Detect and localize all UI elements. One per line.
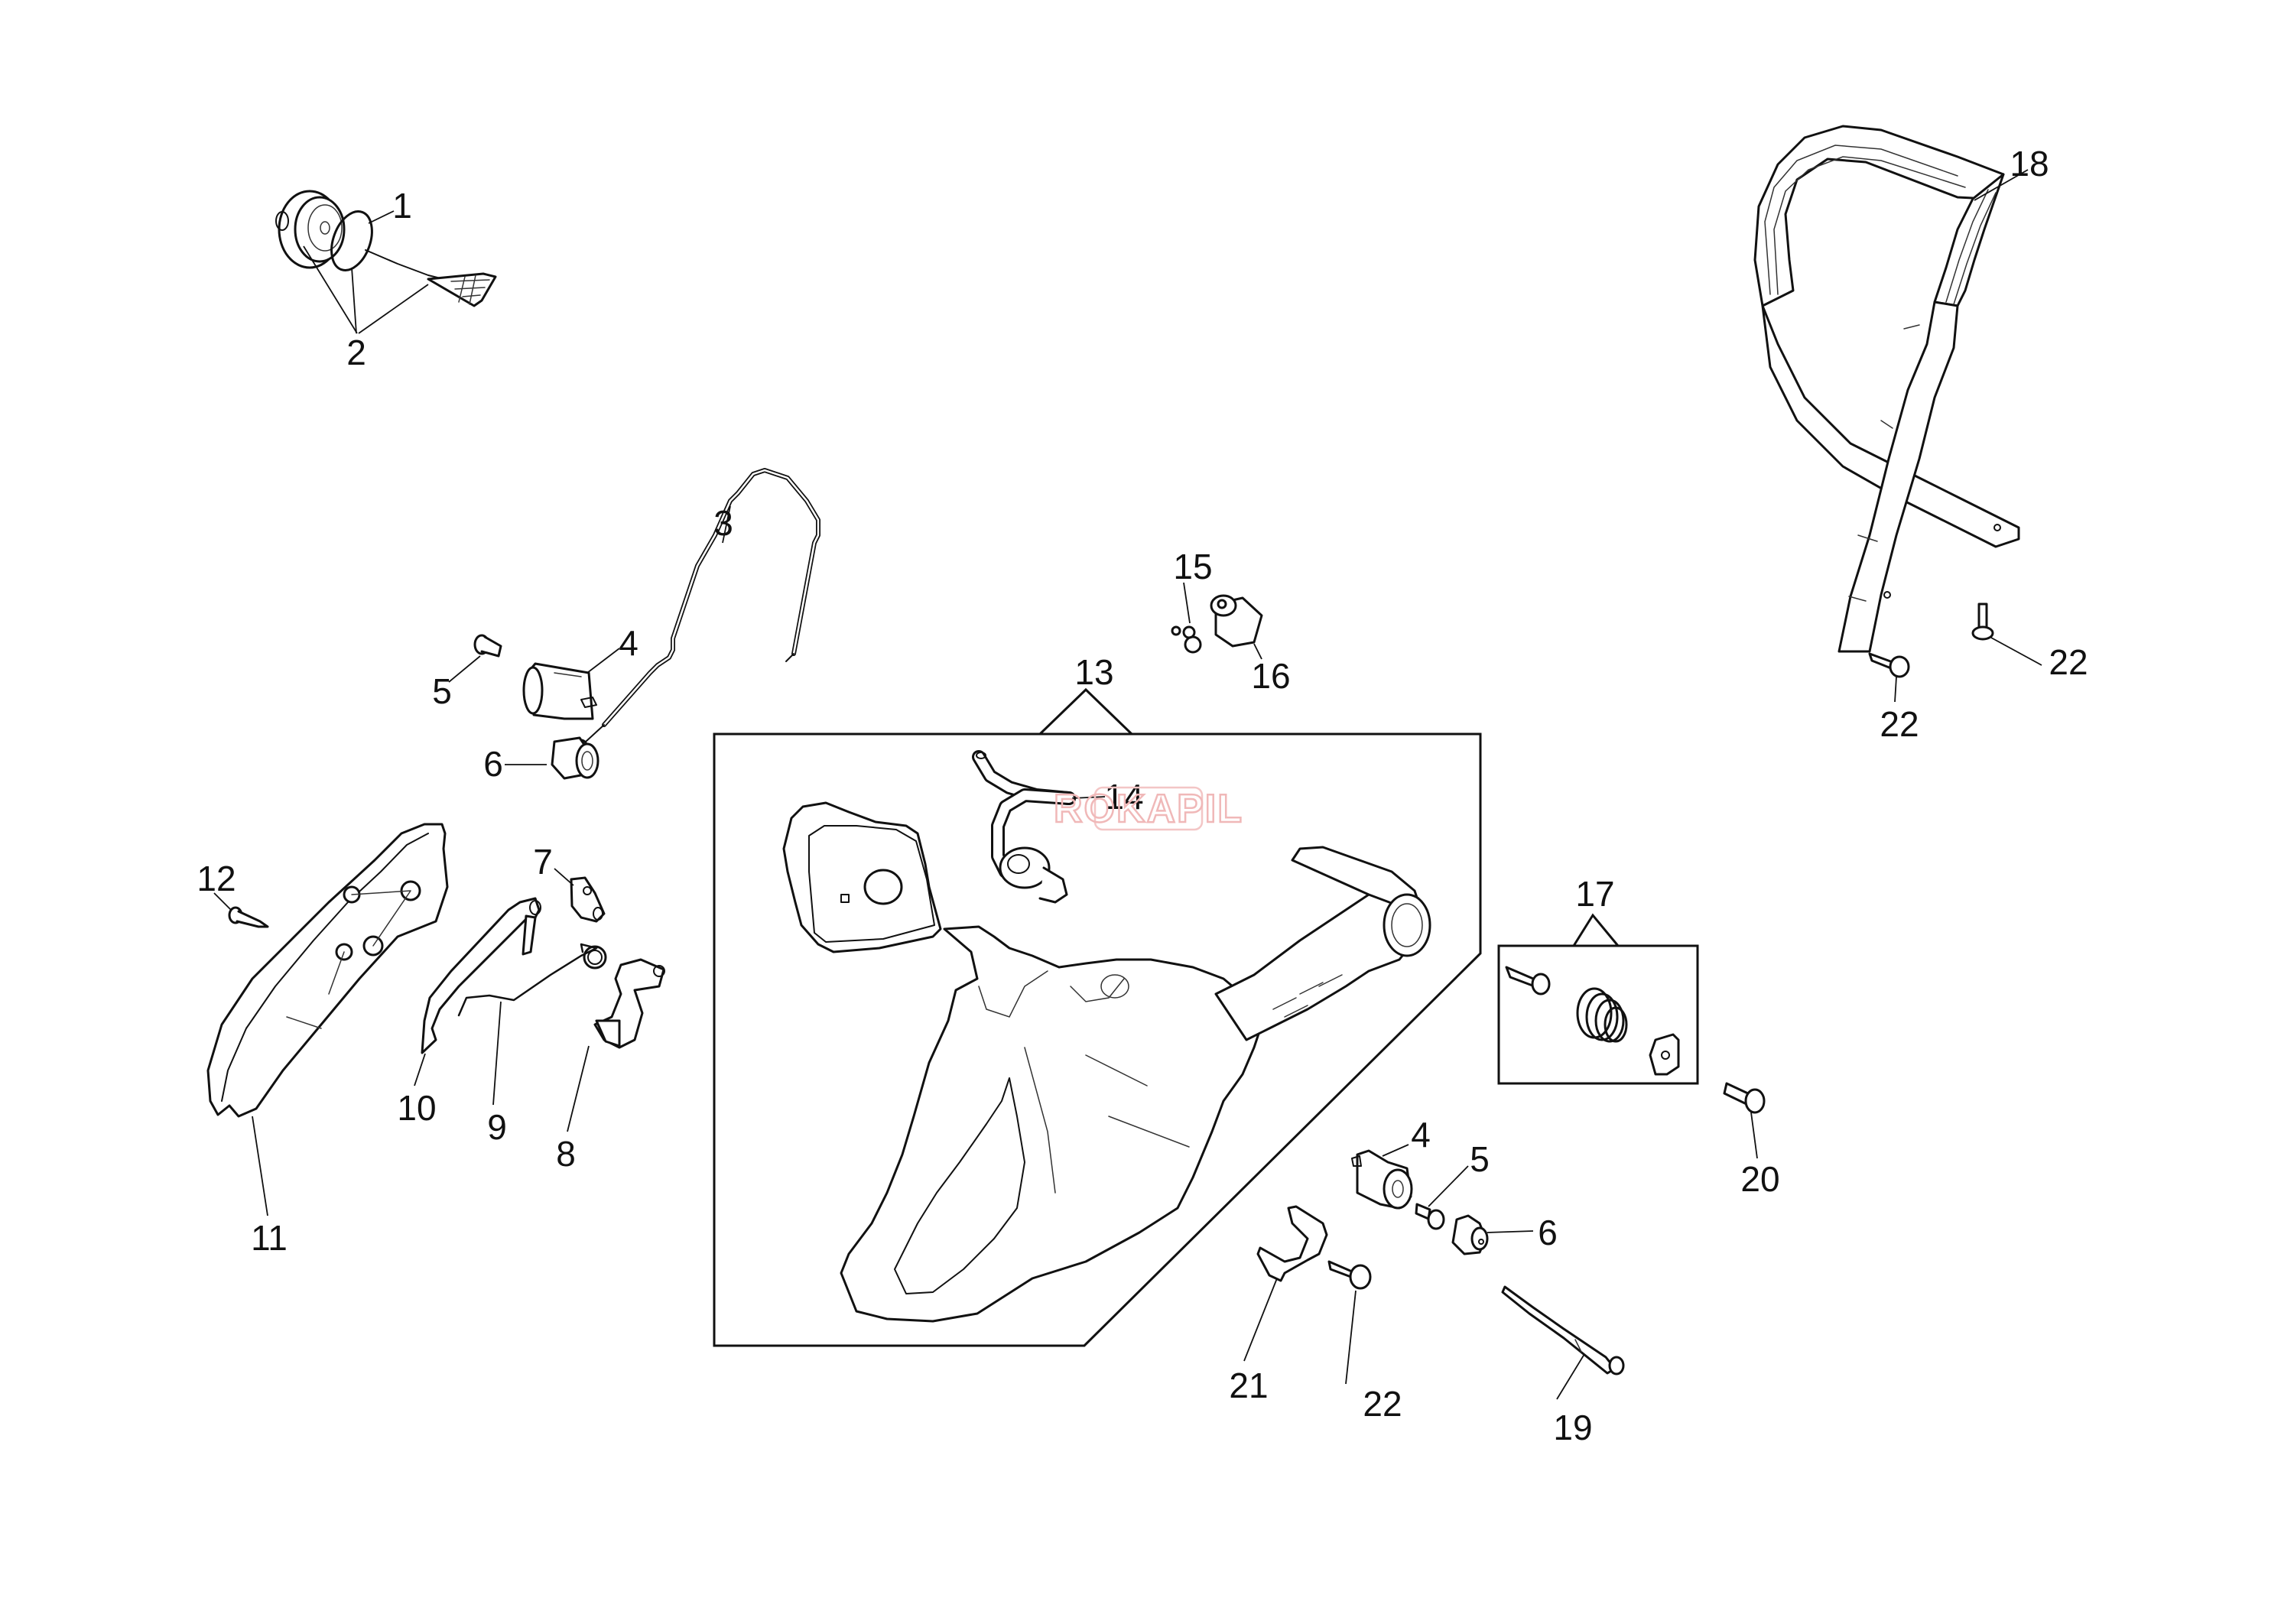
callout-5-bottom: 5 (1470, 1139, 1490, 1179)
fuel-hose-part[interactable] (972, 750, 1076, 904)
throttle-cable-part[interactable] (574, 468, 820, 752)
o-ring-part[interactable] (324, 206, 379, 276)
screw-22-handle-right-part[interactable] (1971, 603, 1994, 641)
group-17-frame (1497, 913, 1699, 1085)
screw-part-bottom[interactable] (1415, 1203, 1445, 1230)
callout-19: 19 (1553, 1408, 1592, 1447)
screw-22-handle-left-part[interactable] (1868, 652, 1910, 678)
front-handlebar-part[interactable] (1753, 125, 2020, 653)
throttle-lockout-part[interactable] (421, 897, 541, 1054)
callout-12: 12 (197, 859, 236, 898)
spring-kit-screw-part[interactable] (1505, 966, 1551, 996)
callout-9: 9 (487, 1107, 507, 1147)
spring-kit-cap-part[interactable] (1649, 1033, 1680, 1076)
trigger-spring-part[interactable] (457, 943, 607, 1017)
callout-11: 11 (251, 1218, 288, 1258)
callout-5-top: 5 (432, 671, 452, 711)
callout-10: 10 (397, 1088, 436, 1128)
handle-cover-part[interactable] (206, 823, 449, 1118)
callout-8: 8 (556, 1134, 576, 1174)
callout-4-bottom: 4 (1411, 1115, 1431, 1155)
callout-15: 15 (1173, 547, 1212, 586)
fuel-filter-part[interactable] (1210, 594, 1263, 648)
callout-21: 21 (1229, 1366, 1268, 1405)
group-13-frame (713, 687, 1482, 1347)
bracket-part[interactable] (1256, 1205, 1328, 1282)
rokapil-watermark: ROKAPIL (1053, 786, 1243, 833)
callout-2: 2 (346, 333, 366, 372)
screw-22-bottom-part[interactable] (1327, 1260, 1372, 1290)
fuel-filter-strainer-part[interactable] (365, 249, 497, 307)
tank-housing-part[interactable] (782, 801, 1431, 1323)
spring-kit-spring-part[interactable] (1576, 987, 1628, 1043)
tapping-screw-part[interactable] (228, 906, 269, 928)
callout-14: 14 (1104, 777, 1143, 817)
buffer-part-top[interactable] (522, 662, 597, 720)
watermark-text: ROKAPIL (1054, 787, 1243, 831)
plug-part-top[interactable] (551, 736, 599, 780)
callout-13: 13 (1074, 652, 1113, 692)
callout-6-bottom: 6 (1538, 1213, 1558, 1252)
screw-20-part[interactable] (1723, 1082, 1766, 1114)
buffer-part-bottom[interactable] (1351, 1149, 1413, 1210)
callout-4-top: 4 (619, 623, 638, 663)
callout-17: 17 (1575, 874, 1614, 914)
plug-part-bottom[interactable] (1451, 1214, 1489, 1255)
hose-clip-part[interactable] (1171, 625, 1202, 654)
callout-6-top: 6 (483, 744, 503, 784)
callout-7: 7 (533, 842, 553, 882)
callout-22-handle-right: 22 (2049, 642, 2088, 682)
callout-22-handle-left: 22 (1880, 704, 1919, 744)
callout-16: 16 (1251, 656, 1290, 696)
callout-20: 20 (1740, 1159, 1779, 1199)
callout-1: 1 (392, 186, 412, 226)
throttle-trigger-part[interactable] (593, 958, 665, 1049)
adjusting-rod-part[interactable] (1501, 1285, 1625, 1376)
callout-3: 3 (713, 503, 733, 543)
callout-22-bottom: 22 (1363, 1384, 1402, 1424)
screw-part-top[interactable] (473, 634, 502, 658)
callout-18: 18 (2010, 144, 2049, 184)
lock-lever-part[interactable] (570, 876, 606, 923)
